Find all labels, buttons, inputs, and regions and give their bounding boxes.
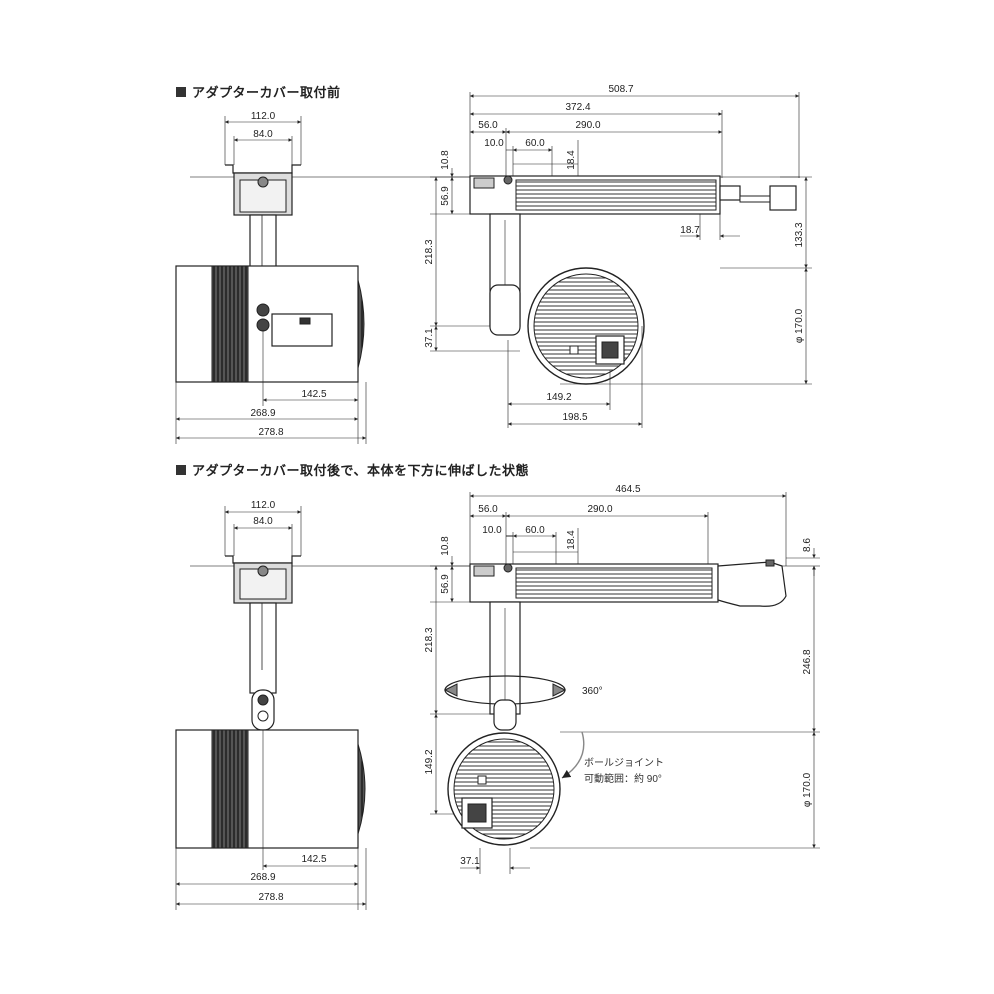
top-side-dim-508: 508.7 (608, 84, 633, 95)
ball-joint-label: ボールジョイント (584, 757, 664, 769)
bottom-side-dim-464: 464.5 (615, 484, 640, 495)
top-front-dim-142: 142.5 (301, 389, 326, 400)
bottom-side-dim-60: 60.0 (525, 525, 545, 536)
bottom-front-dim-278: 278.8 (258, 892, 283, 903)
top-side-view (430, 92, 812, 428)
heading-after-text: アダプターカバー取付後で、本体を下方に伸ばした状態 (192, 463, 529, 478)
top-front-view (175, 116, 800, 444)
top-side-dim-60: 60.0 (525, 138, 545, 149)
bottom-side-dim-8-6: 8.6 (802, 538, 813, 552)
top-side-dim-18-4: 18.4 (566, 150, 577, 170)
bottom-side-dim-56: 56.0 (478, 504, 498, 515)
square-bullet-icon (176, 464, 186, 475)
bottom-side-view (430, 492, 820, 874)
bottom-side-dim-246: 246.8 (802, 649, 813, 674)
top-side-dim-37: 37.1 (424, 328, 435, 348)
heading-before: アダプターカバー取付前 (176, 82, 341, 101)
top-side-dim-372: 372.4 (565, 102, 590, 113)
bottom-front-dim-112: 112.0 (251, 500, 276, 511)
top-side-dim-290: 290.0 (575, 120, 600, 131)
top-front-dim-278: 278.8 (258, 427, 283, 438)
top-side-dim-phi170: φ 170.0 (794, 308, 805, 343)
heading-before-text: アダプターカバー取付前 (192, 85, 341, 100)
top-side-dim-218: 218.3 (424, 239, 435, 264)
heading-after: アダプターカバー取付後で、本体を下方に伸ばした状態 (176, 460, 529, 479)
rotation-label: 360° (582, 686, 603, 697)
bottom-front-dim-142: 142.5 (301, 854, 326, 865)
bottom-side-dim-phi170: φ 170.0 (802, 772, 813, 807)
bottom-side-dim-290: 290.0 (587, 504, 612, 515)
top-side-dim-56-9: 56.9 (440, 186, 451, 206)
top-side-dim-10: 10.0 (484, 138, 504, 149)
bottom-front-dim-84: 84.0 (253, 516, 273, 527)
top-front-dim-84: 84.0 (253, 129, 273, 140)
top-front-dim-112: 112.0 (251, 111, 276, 122)
bottom-side-dim-56-9: 56.9 (440, 574, 451, 594)
top-side-dim-10-8: 10.8 (440, 150, 451, 170)
top-side-dim-149: 149.2 (546, 392, 571, 403)
bottom-side-dim-10: 10.0 (482, 525, 502, 536)
square-bullet-icon (176, 86, 186, 97)
top-front-dim-268: 268.9 (250, 408, 275, 419)
top-side-dim-18-7: 18.7 (680, 225, 700, 236)
bottom-side-dim-37: 37.1 (460, 856, 480, 867)
top-side-dim-56: 56.0 (478, 120, 498, 131)
bottom-side-dim-10-8: 10.8 (440, 536, 451, 556)
top-side-dim-133: 133.3 (794, 222, 805, 247)
bottom-side-dim-149: 149.2 (424, 749, 435, 774)
bottom-side-dim-218: 218.3 (424, 627, 435, 652)
ball-joint-range-label: 可動範囲：約 90° (584, 772, 662, 785)
bottom-front-dim-268: 268.9 (250, 872, 275, 883)
top-side-dim-198: 198.5 (562, 412, 587, 423)
bottom-side-dim-18-4: 18.4 (566, 530, 577, 550)
